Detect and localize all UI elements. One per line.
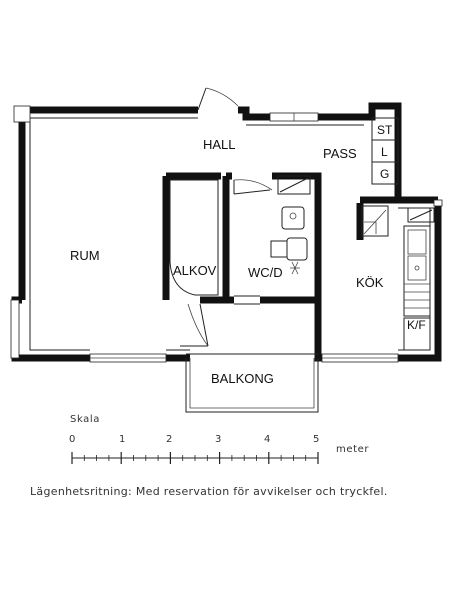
balcony (185, 353, 319, 413)
wc-bottom-door (234, 295, 260, 305)
scale-tick-label: 0 (69, 434, 76, 445)
room-label-wcd: WC/D (248, 265, 283, 280)
scale-unit: meter (336, 444, 369, 455)
wc-door (233, 179, 273, 195)
wc-fixtures (270, 206, 308, 275)
caption: Lägenhetsritning: Med reservation för av… (30, 485, 388, 498)
scale-bar: Skala 0 1 2 3 4 5 meter (69, 414, 369, 464)
room-label-kok: KÖK (356, 275, 384, 290)
scale-title: Skala (70, 414, 100, 425)
shaft-box (277, 175, 311, 195)
closet-label-st: ST (377, 123, 393, 137)
entry-door (197, 87, 239, 111)
room-label-hall: HALL (203, 137, 236, 152)
room-label-pass: PASS (323, 146, 357, 161)
closet-label-l: L (381, 145, 388, 159)
scale-tick-label: 1 (119, 434, 126, 445)
kitchen-fixtures (361, 205, 435, 351)
scale-tick-label: 4 (264, 434, 271, 445)
closet-label-g: G (380, 167, 389, 181)
room-label-rum: RUM (70, 248, 100, 263)
room-label-alkov: ALKOV (173, 263, 217, 278)
room-label-balkong: BALKONG (211, 371, 274, 386)
scale-tick-label: 2 (166, 434, 173, 445)
alkov-niche (169, 179, 219, 296)
closet-label-kf: K/F (407, 318, 426, 332)
scale-tick-label: 3 (215, 434, 222, 445)
windows (10, 105, 443, 363)
closets (371, 117, 399, 185)
scale-tick-label: 5 (313, 434, 320, 445)
scale-ticks (71, 452, 319, 464)
balcony-door (180, 303, 209, 347)
wall-inner-lines (29, 117, 431, 351)
